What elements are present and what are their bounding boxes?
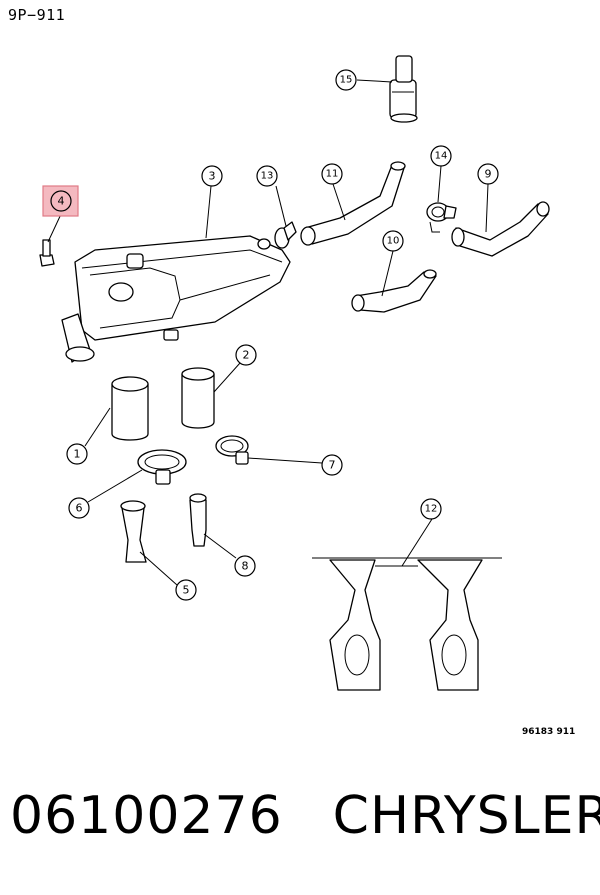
callout-2: 2: [235, 344, 257, 366]
callout-1: 1: [66, 443, 88, 465]
callout-4-highlight: [42, 185, 79, 217]
callout-7: 7: [321, 454, 343, 476]
svg-text:15: 15: [340, 75, 353, 86]
part-6-clamp: [137, 449, 187, 485]
part-5-connector: [120, 500, 147, 563]
part-10-hose: [351, 269, 437, 313]
callout-4: 4: [50, 190, 72, 212]
svg-text:5: 5: [183, 584, 190, 597]
svg-text:14: 14: [435, 151, 448, 162]
svg-text:10: 10: [387, 236, 400, 247]
part-2-sleeve: [181, 367, 215, 429]
drawing-number: 96183 911: [522, 727, 576, 737]
svg-text:3: 3: [209, 170, 216, 183]
callout-10: 10: [382, 230, 404, 252]
callout-6: 6: [68, 497, 90, 519]
part-9-hose: [451, 201, 550, 257]
part-14-clamp: [426, 202, 457, 233]
part-13-clamp: [274, 221, 297, 249]
callout-15: 15: [335, 69, 357, 91]
svg-text:12: 12: [425, 504, 438, 515]
callout-14: 14: [430, 145, 452, 167]
callout-3: 3: [201, 165, 223, 187]
svg-text:6: 6: [76, 502, 83, 515]
callout-5: 5: [175, 579, 197, 601]
part-7-clamp: [215, 435, 249, 465]
page-code: 9P−911: [8, 6, 66, 24]
svg-text:11: 11: [326, 169, 339, 180]
part-4-bolt: [39, 239, 55, 267]
svg-text:2: 2: [243, 349, 250, 362]
brand-name: CHRYSLER: [332, 786, 600, 846]
part-12-brackets: [312, 557, 502, 691]
part-15-valve: [389, 55, 418, 123]
callout-8: 8: [234, 555, 256, 577]
part-number: 06100276: [10, 786, 283, 846]
svg-text:4: 4: [58, 195, 65, 208]
parts-diagram: 1 2 3 4 5 6 7 8 9 10 11 12 13 14 15: [39, 55, 550, 691]
callout-9: 9: [477, 163, 499, 185]
svg-text:8: 8: [242, 560, 249, 573]
svg-text:1: 1: [74, 448, 81, 461]
callout-13: 13: [256, 165, 278, 187]
leader-lines: [47, 79, 489, 586]
callout-12: 12: [420, 498, 442, 520]
part-1-sleeve: [111, 376, 149, 441]
part-11-hose: [300, 161, 406, 246]
callout-11: 11: [321, 163, 343, 185]
svg-text:7: 7: [329, 459, 336, 472]
part-3-reservoir: [61, 235, 291, 363]
part-8-connector: [189, 493, 207, 547]
svg-text:9: 9: [485, 168, 492, 181]
svg-text:13: 13: [261, 171, 274, 182]
